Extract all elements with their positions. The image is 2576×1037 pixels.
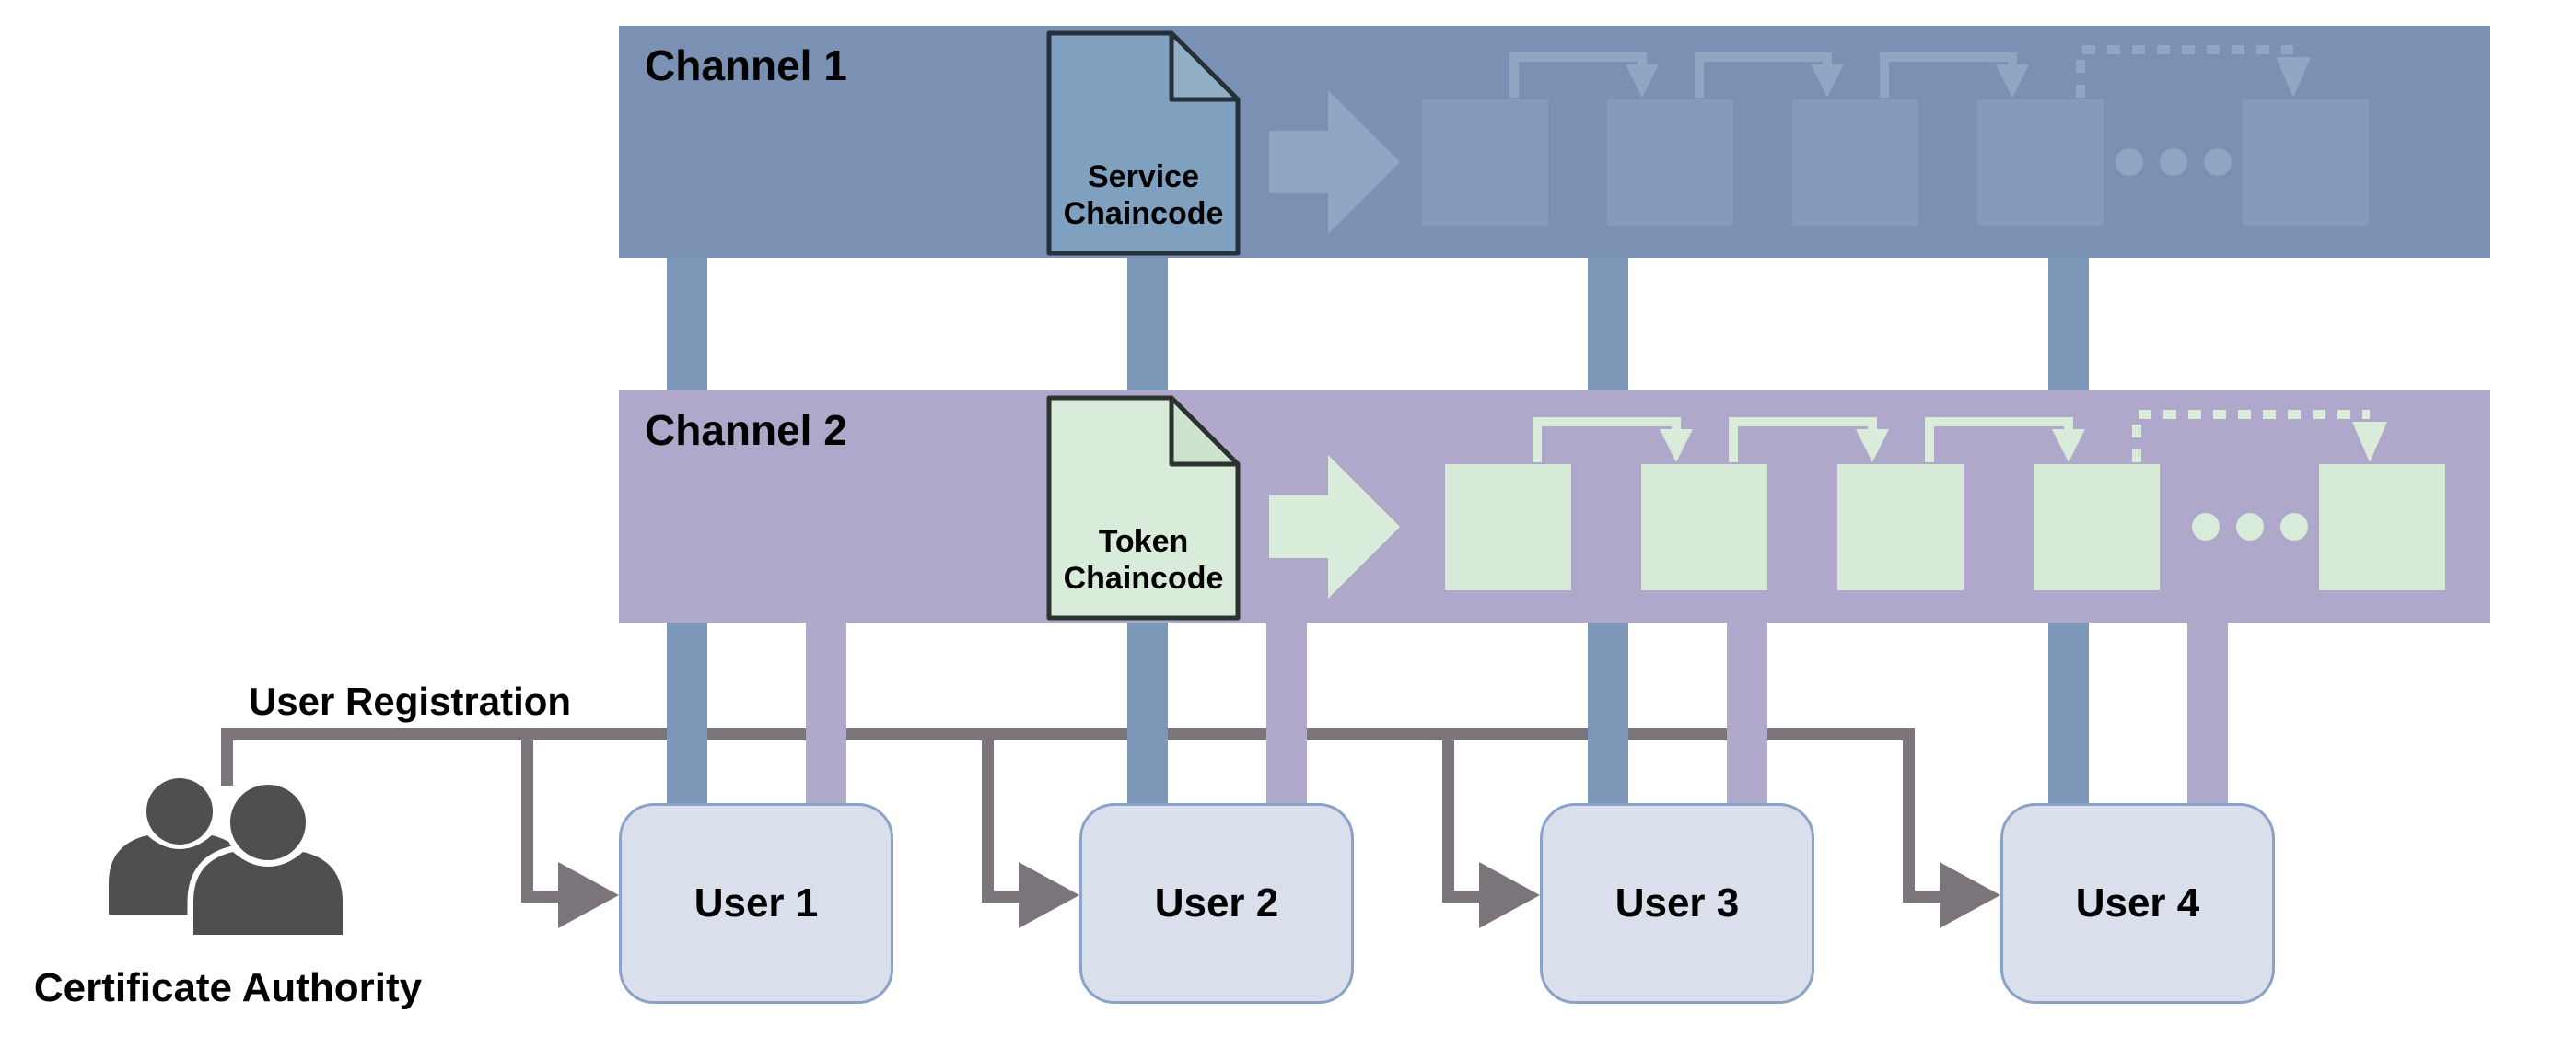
dotted-link	[2076, 45, 2293, 98]
block-link-arrowhead	[1811, 64, 1844, 98]
registration-branch-user4-stub	[1915, 891, 1942, 903]
ellipsis-dot	[2280, 513, 2308, 541]
registration-branch-user4	[1903, 728, 1915, 903]
user1-box: User 1	[619, 803, 893, 1004]
certificate-authority-label: Certificate Authority	[33, 965, 423, 1010]
block	[1837, 464, 1964, 590]
service-chaincode-document: Service Chaincode	[1046, 30, 1241, 256]
registration-arrowhead-user2	[1019, 862, 1079, 928]
registration-branch-user1-stub	[533, 891, 561, 903]
user2-label: User 2	[1154, 880, 1279, 926]
ellipsis-dot	[2160, 148, 2187, 176]
channel1-blockchain-graphic	[1269, 45, 2369, 234]
registration-branch-user3	[1442, 728, 1454, 903]
registration-arrowhead-user1	[558, 862, 619, 928]
block-link-arrow	[1533, 417, 1681, 462]
block-link-arrow	[1925, 417, 2073, 462]
token-chaincode-label: Token Chaincode	[1063, 523, 1224, 596]
document-icon	[1046, 30, 1241, 256]
user-registration-label: User Registration	[248, 680, 572, 723]
channel2-connector-user1	[806, 621, 846, 805]
flow-arrow-head	[1328, 455, 1400, 599]
dotted-link-arrowhead	[2276, 57, 2311, 98]
registration-arrowhead-user3	[1479, 862, 1540, 928]
token-chaincode-document: Token Chaincode	[1046, 395, 1241, 621]
user2-box: User 2	[1079, 803, 1354, 1004]
channel2-connector-user2	[1266, 621, 1307, 805]
ellipsis-dot	[2236, 513, 2264, 541]
block-link-arrowhead	[1660, 429, 1693, 462]
block	[1607, 99, 1733, 226]
channel2-band: Channel 2	[619, 390, 2490, 623]
dotted-link-arrowhead	[2352, 422, 2387, 462]
channel1-label: Channel 1	[645, 41, 847, 89]
block-link-arrowhead	[2052, 429, 2085, 462]
block-link-arrowhead	[1856, 429, 1889, 462]
user4-label: User 4	[2075, 880, 2200, 926]
registration-branch-user2-stub	[994, 891, 1021, 903]
channel1-band: Channel 1	[619, 26, 2490, 258]
channel2-connector-user3	[1727, 621, 1767, 805]
service-chaincode-label: Service Chaincode	[1063, 158, 1224, 231]
block	[1641, 464, 1767, 590]
flow-arrow-body	[1269, 131, 1330, 193]
registration-branch-user1	[521, 728, 533, 903]
block-link-arrowhead	[1626, 64, 1659, 98]
registration-branch-user2	[982, 728, 994, 903]
ellipsis-dot	[2204, 148, 2232, 176]
block	[1422, 99, 1548, 226]
ellipsis-dot	[2116, 148, 2143, 176]
block	[1445, 464, 1571, 590]
user4-box: User 4	[2000, 803, 2275, 1004]
two-people-icon	[109, 778, 349, 940]
block-link-arrow	[1880, 52, 2017, 98]
block	[2319, 464, 2445, 590]
user3-label: User 3	[1614, 880, 1740, 926]
channel2-blockchain-graphic	[1269, 410, 2445, 599]
block	[1977, 99, 2104, 226]
flow-arrow-head	[1328, 90, 1400, 234]
channel2-connector-user4	[2187, 621, 2228, 805]
user1-label: User 1	[694, 880, 819, 926]
block-link-arrow	[1729, 417, 1877, 462]
registration-arrowhead-user4	[1940, 862, 2000, 928]
block	[2243, 99, 2369, 226]
block	[2034, 464, 2160, 590]
dotted-link	[2132, 410, 2370, 462]
ellipsis-dot	[2192, 513, 2220, 541]
flow-arrow-body	[1269, 495, 1330, 558]
registration-line	[221, 728, 1915, 740]
block-link-arrowhead	[1996, 64, 2029, 98]
block	[1792, 99, 1918, 226]
block-link-arrow	[1509, 52, 1647, 98]
document-icon	[1046, 395, 1241, 621]
registration-line-ca-stub	[221, 728, 233, 786]
block-link-arrow	[1695, 52, 1832, 98]
registration-branch-user3-stub	[1454, 891, 1482, 903]
user3-box: User 3	[1540, 803, 1814, 1004]
channel2-label: Channel 2	[645, 406, 847, 454]
